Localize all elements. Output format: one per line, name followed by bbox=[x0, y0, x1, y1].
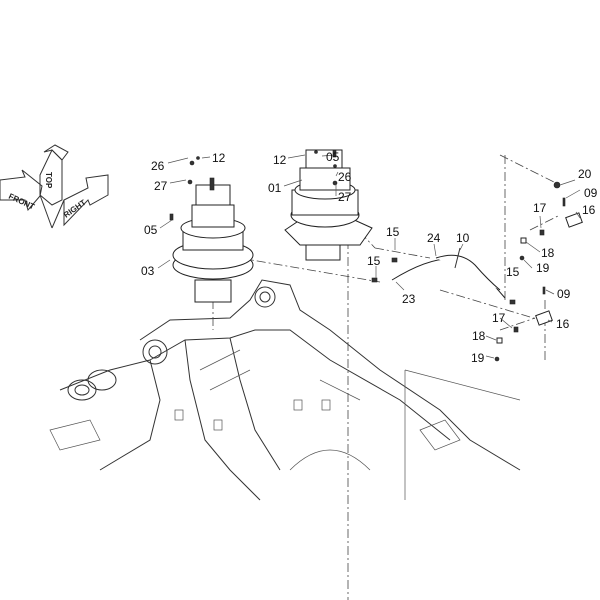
callout-label: 03 bbox=[141, 264, 155, 278]
callout-label: 16 bbox=[582, 203, 596, 217]
travel-motor-left bbox=[169, 156, 254, 303]
callout-label: 12 bbox=[273, 153, 287, 167]
callout-label: 19 bbox=[536, 261, 550, 275]
orientation-right-label: RIGHT bbox=[62, 198, 88, 220]
callout-label: 27 bbox=[154, 179, 168, 193]
callout-label: 23 bbox=[402, 292, 416, 306]
hose-assembly bbox=[371, 181, 583, 362]
callout-labels: 26 12 27 05 03 12 05 01 26 27 15 24 10 1… bbox=[141, 150, 598, 365]
callout-label: 05 bbox=[144, 223, 158, 237]
callout-label: 09 bbox=[557, 287, 571, 301]
callout-label: 18 bbox=[541, 246, 555, 260]
callout-label: 15 bbox=[506, 265, 520, 279]
callout-label: 26 bbox=[151, 159, 165, 173]
callout-label: 27 bbox=[338, 190, 352, 204]
callout-label: 16 bbox=[556, 317, 570, 331]
travel-motor-right bbox=[284, 149, 373, 261]
callout-label: 15 bbox=[367, 254, 381, 268]
callout-label: 01 bbox=[268, 181, 282, 195]
callout-label: 17 bbox=[533, 201, 547, 215]
callout-label: 15 bbox=[386, 225, 400, 239]
callout-label: 10 bbox=[456, 231, 470, 245]
assembly-lines bbox=[212, 154, 561, 600]
callout-label: 17 bbox=[492, 311, 506, 325]
travel-frame bbox=[49, 279, 521, 501]
callout-label: 18 bbox=[472, 329, 486, 343]
callout-label: 24 bbox=[427, 231, 441, 245]
orientation-top-label: TOP bbox=[44, 172, 53, 189]
callout-label: 26 bbox=[338, 170, 352, 184]
callout-label: 05 bbox=[326, 150, 340, 164]
orientation-symbol: TOP FRONT RIGHT bbox=[0, 144, 109, 229]
callout-label: 12 bbox=[212, 151, 226, 165]
orientation-front-label: FRONT bbox=[7, 192, 36, 212]
leader-lines bbox=[157, 154, 581, 359]
callout-label: 20 bbox=[578, 167, 592, 181]
callout-label: 19 bbox=[471, 351, 485, 365]
callout-label: 09 bbox=[584, 186, 598, 200]
